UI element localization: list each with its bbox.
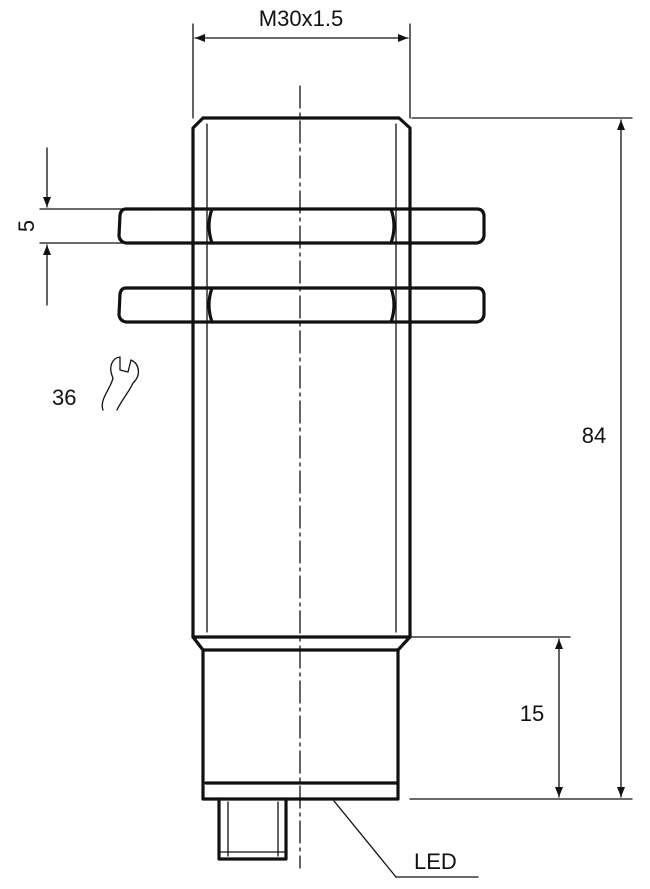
upper-nut-facet-left (207, 207, 214, 245)
overall-length-label: 84 (582, 423, 606, 448)
nut-thickness-label: 5 (14, 220, 39, 232)
thread-dimension: M30x1.5 (192, 6, 411, 119)
led-callout: LED (333, 800, 479, 878)
lower-nut (117, 286, 486, 324)
led-leader-diagonal (333, 800, 397, 878)
wrench-icon (101, 356, 140, 411)
lower-nut-facet-left (207, 286, 214, 324)
upper-nut-outline (117, 207, 486, 245)
threaded-barrel (191, 116, 412, 639)
housing-outline (191, 635, 412, 801)
connector-length-dimension: 15 (411, 636, 571, 798)
cable-stub (217, 797, 288, 861)
upper-nut (117, 207, 486, 245)
upper-nut-facet-right (389, 207, 396, 245)
wrench-size: 36 (52, 356, 140, 411)
nut-thickness-dimension: 5 (14, 147, 151, 306)
sensor-body (191, 116, 412, 639)
connector-length-label: 15 (520, 701, 544, 726)
wrench-size-label: 36 (52, 385, 76, 410)
thread-label: M30x1.5 (259, 6, 343, 31)
overall-length-dimension: 84 (409, 117, 633, 800)
lower-nut-facet-right (389, 286, 396, 324)
connector-housing (191, 635, 412, 801)
led-label: LED (414, 849, 457, 874)
stub-outline (217, 797, 288, 861)
lower-nut-outline (117, 286, 486, 324)
